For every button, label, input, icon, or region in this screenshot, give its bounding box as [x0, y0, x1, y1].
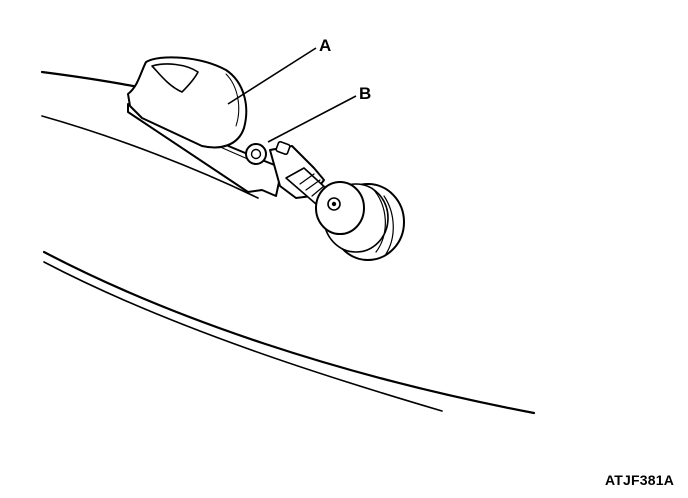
- callout-label-a: A: [319, 36, 331, 55]
- pivot-shaft-bolt-center: [331, 201, 337, 207]
- linkage-ribs: [299, 173, 325, 197]
- pivot-drum-ribs: [371, 187, 394, 255]
- callout-label-b: B: [359, 84, 371, 103]
- cowl-lower-line: [41, 115, 259, 199]
- glass-edge-outer: [42, 250, 536, 415]
- linkage-clip: [275, 141, 291, 155]
- pivot-cap-slot: [151, 63, 199, 93]
- pivot-cap: [127, 56, 248, 149]
- pivot-drum-front: [315, 181, 365, 235]
- retaining-nut-center: [250, 148, 262, 160]
- figure-id: ATJF381A: [604, 472, 674, 488]
- leader-line-a: [227, 47, 317, 105]
- glass-edge-inner: [43, 261, 443, 412]
- leader-line-b: [267, 95, 357, 143]
- callout-leaders: [227, 47, 357, 143]
- wiper-arm: [127, 56, 405, 261]
- windshield-outline: [40, 70, 536, 415]
